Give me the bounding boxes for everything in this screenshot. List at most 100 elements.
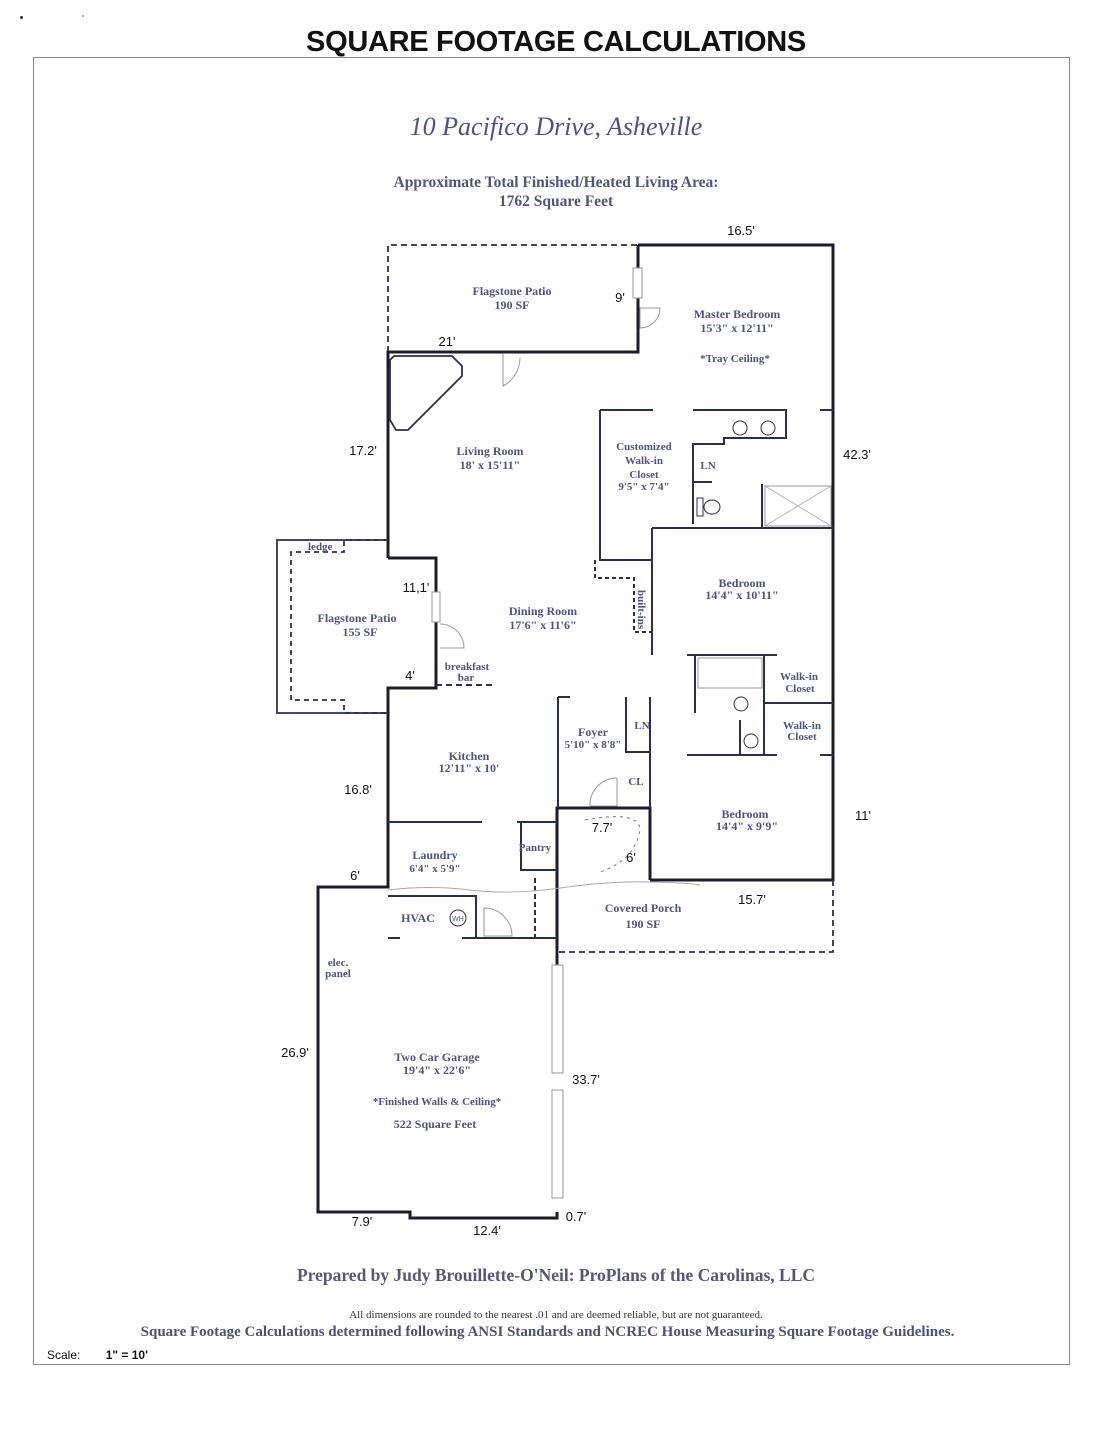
page-title: SQUARE FOOTAGE CALCULATIONS [306,26,806,58]
dim-bedroom-right: 11' [855,808,871,823]
living-room-name: Living Room [456,444,523,458]
scan-speck [82,15,84,17]
dim-patio-width: 21' [439,334,456,349]
sink-icon [732,420,748,436]
window [431,591,441,623]
patio-side-edge [276,539,388,714]
dim-garage-step: 0.7' [566,1209,587,1224]
garage-door-2 [551,1089,564,1199]
foyer-name: Foyer [578,725,609,739]
built-ins-outline [594,560,652,633]
covered-porch-name: Covered Porch [605,901,682,915]
bathtub-icon [697,657,763,689]
laundry-name: Laundry [412,848,457,862]
dim-garage-bottom-right: 12.4' [473,1223,501,1238]
wall [692,409,787,524]
laundry-size: 6'4" x 5'9" [409,863,460,875]
ledge-label: ledge [308,541,333,553]
door-swing [589,777,618,807]
dim-kitchen-left: 16.8' [344,782,372,797]
living-room-size: 18' x 15'11" [460,458,521,472]
wall [625,697,650,753]
toilet-tank [696,497,704,517]
area-caption: Approximate Total Finished/Heated Living… [393,174,719,191]
covered-porch-outline [557,880,834,953]
covered-porch-size: 190 SF [625,917,660,931]
dim-right-full: 42.3' [843,447,871,462]
dim-porch-bottom: 15.7' [738,892,766,907]
breakfast-bar-line2: bar [458,672,475,684]
sink-icon [743,733,759,749]
bedroom-2-size: 14'4" x 10'11" [705,588,778,602]
elec-panel-line2: panel [325,968,351,980]
porch-wall [555,806,652,965]
kitchen-size: 12'11" x 10' [439,761,500,775]
toilet-icon [703,499,721,515]
garage-note: *Finished Walls & Ceiling* [373,1096,502,1108]
toilet-icon [733,696,749,712]
dining-room-name: Dining Room [509,604,577,618]
elec-panel-line1: elec. [328,957,349,969]
patio-top-size: 190 SF [494,298,529,312]
prepared-by: Prepared by Judy Brouillette-O'Neil: Pro… [296,1265,816,1285]
patio-side-size: 155 SF [342,625,377,639]
linen-master: LN [700,460,715,472]
door-swing [439,623,465,649]
pantry-label: Pantry [519,842,552,854]
shower-icon [764,485,832,527]
wall [520,822,557,871]
patio-top-name: Flagstone Patio [473,284,552,298]
dim-bump-depth: 4' [405,668,415,683]
document-frame [33,57,1070,1365]
disclaimer: All dimensions are rounded to the neares… [349,1309,763,1321]
exterior-wall-bump [316,556,559,1220]
exterior-wall-master [638,243,835,882]
master-bedroom-name: Master Bedroom [694,307,781,321]
dim-porch-b: 6' [626,850,636,865]
door-swing [502,354,521,387]
walk-in-closet-master-line1: Customized [616,441,672,453]
wall [599,410,652,561]
dim-porch-a: 7.7' [592,820,613,835]
walk-in-closet-2-line1: Walk-in [783,720,821,732]
property-address: 10 Pacifico Drive, Asheville [409,112,703,141]
patio-side-name: Flagstone Patio [318,611,397,625]
walk-in-closet-1-line2: Closet [785,683,815,695]
breakfast-bar-line1: breakfast [445,661,490,673]
master-bedroom-note: *Tray Ceiling* [700,353,770,365]
scan-speck [20,16,23,19]
garage-size: 19'4" x 22'6" [403,1063,471,1077]
built-ins-label: built-ins [635,590,647,630]
garage-area: 522 Square Feet [394,1117,476,1131]
bedroom-3-name: Bedroom [721,807,768,821]
coat-closet: CL [628,776,643,788]
porch-eave-line [387,881,701,893]
dim-top-right: 16.5' [727,223,755,238]
scale-label: Scale: [47,1348,81,1362]
walk-in-closet-master-size: 9'5" x 7'4" [618,481,669,493]
door-swing [639,307,661,329]
patio-top-outline [387,244,638,352]
standards-note: Square Footage Calculations determined f… [140,1324,955,1340]
garage-door-1 [551,964,564,1074]
dim-garage-bottom-left: 7.9' [352,1214,373,1229]
master-bedroom-size: 15'3" x 12'11" [700,321,773,335]
dim-living-left: 17.2' [349,443,377,458]
walk-in-closet-master-line3: Closet [629,469,659,481]
hvac-label: HVAC [401,911,435,925]
scale-value: 1" = 10' [105,1348,148,1362]
dim-garage-right: 33.7' [572,1072,600,1087]
fireplace [389,355,463,431]
walk-in-closet-master-line2: Walk-in [625,455,663,467]
walk-in-closet-2-line2: Closet [787,731,817,743]
total-area-summary: Approximate Total Finished/Heated Living… [0,173,1112,211]
door-swing [483,907,513,937]
kitchen-name: Kitchen [449,749,490,763]
dim-garage-left: 26.9' [281,1045,309,1060]
sink-icon [760,420,776,436]
bedroom-3-size: 14'4" x 9'9" [716,819,778,833]
water-heater-icon [449,909,467,927]
garage-name: Two Car Garage [394,1050,480,1064]
patio-side-outline [290,539,388,714]
